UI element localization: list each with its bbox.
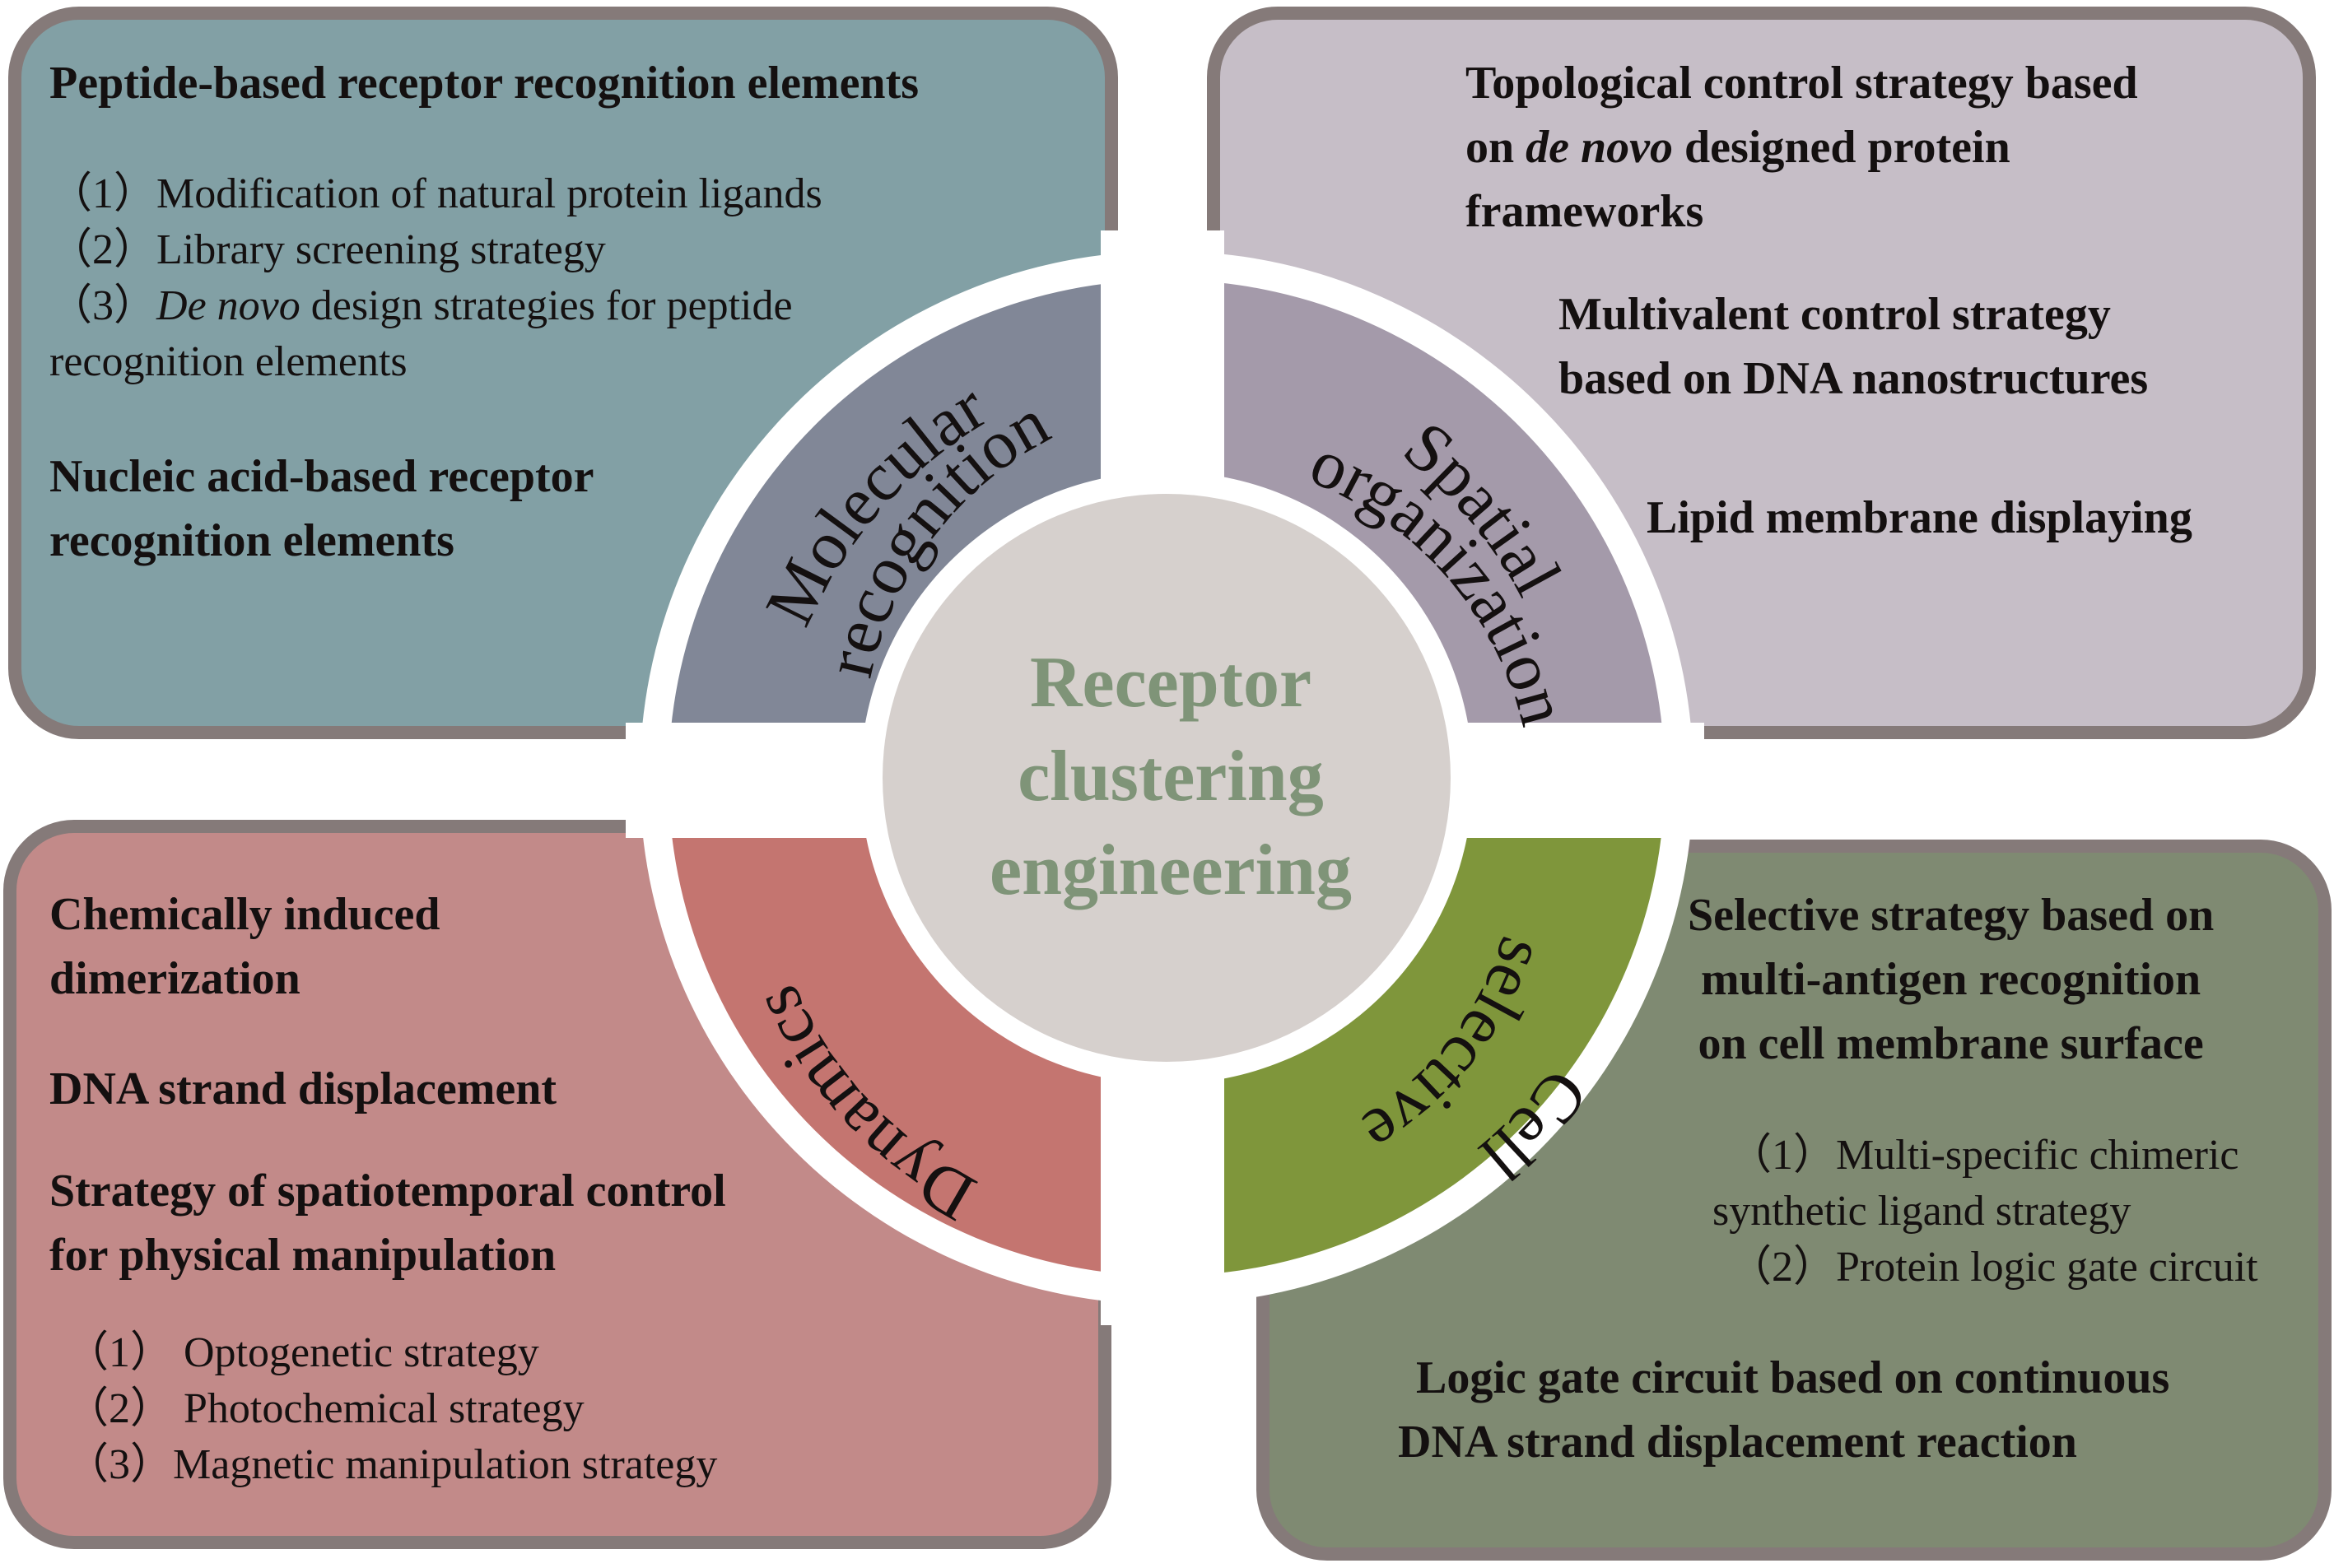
dynamics-item-3: （3）Magnetic manipulation strategy [66,1441,718,1488]
center-circle [883,494,1451,1062]
ring-sector-molecular-recognition [669,280,1167,778]
cell-item-1-cont: synthetic ligand strategy [1712,1188,2131,1235]
cell-items: （1）Multi-specific chimeric synthetic lig… [1712,1128,2258,1296]
spatial-heading-multivalent: Multivalent control strategy based on DN… [1558,289,2149,404]
spatial-heading-lipid: Lipid membrane displaying [1647,492,2192,543]
center-title-line-2: clustering [1018,737,1324,817]
dynamics-item-2: （2） Photochemical strategy [66,1385,585,1432]
ring-sector-dynamics [669,778,1167,1276]
cell-item-1: （1）Multi-specific chimeric [1729,1132,2239,1179]
center-title-line-1: Receptor [1030,643,1311,723]
ring-sector-spatial-organization [1167,280,1665,778]
dynamics-heading-spatiotemporal: Strategy of spatiotemporal control for p… [49,1166,726,1281]
molecular-heading-peptide: Peptide-based receptor recognition eleme… [49,58,920,109]
dynamics-items: （1） Optogenetic strategy （2） Photochemic… [66,1325,717,1493]
cell-item-2: （2）Protein logic gate circuit [1729,1244,2258,1291]
molecular-items: （1）Modification of natural protein ligan… [49,166,822,390]
dynamics-heading-dna: DNA strand displacement [49,1063,557,1114]
cell-heading-logic-gate: Logic gate circuit based on continuous D… [1398,1352,2170,1468]
dynamics-heading-chemical: Chemically induced dimerization [49,889,440,1004]
dynamics-item-1: （1） Optogenetic strategy [66,1329,539,1376]
ring-sector-cell-selective [1167,778,1665,1276]
molecular-item-3-cont: recognition elements [49,338,408,385]
center-title-line-3: engineering [990,831,1352,910]
molecular-item-2: （2）Library screening strategy [49,226,606,273]
molecular-item-3: （3）De novo design strategies for peptide [49,282,793,329]
molecular-heading-nucleic: Nucleic acid-based receptor recognition … [49,451,594,566]
cell-heading-selective: Selective strategy based on multi-antige… [1688,890,2215,1069]
molecular-item-1: （1）Modification of natural protein ligan… [49,170,822,217]
spatial-heading-topological: Topological control strategy based on de… [1465,58,2138,237]
